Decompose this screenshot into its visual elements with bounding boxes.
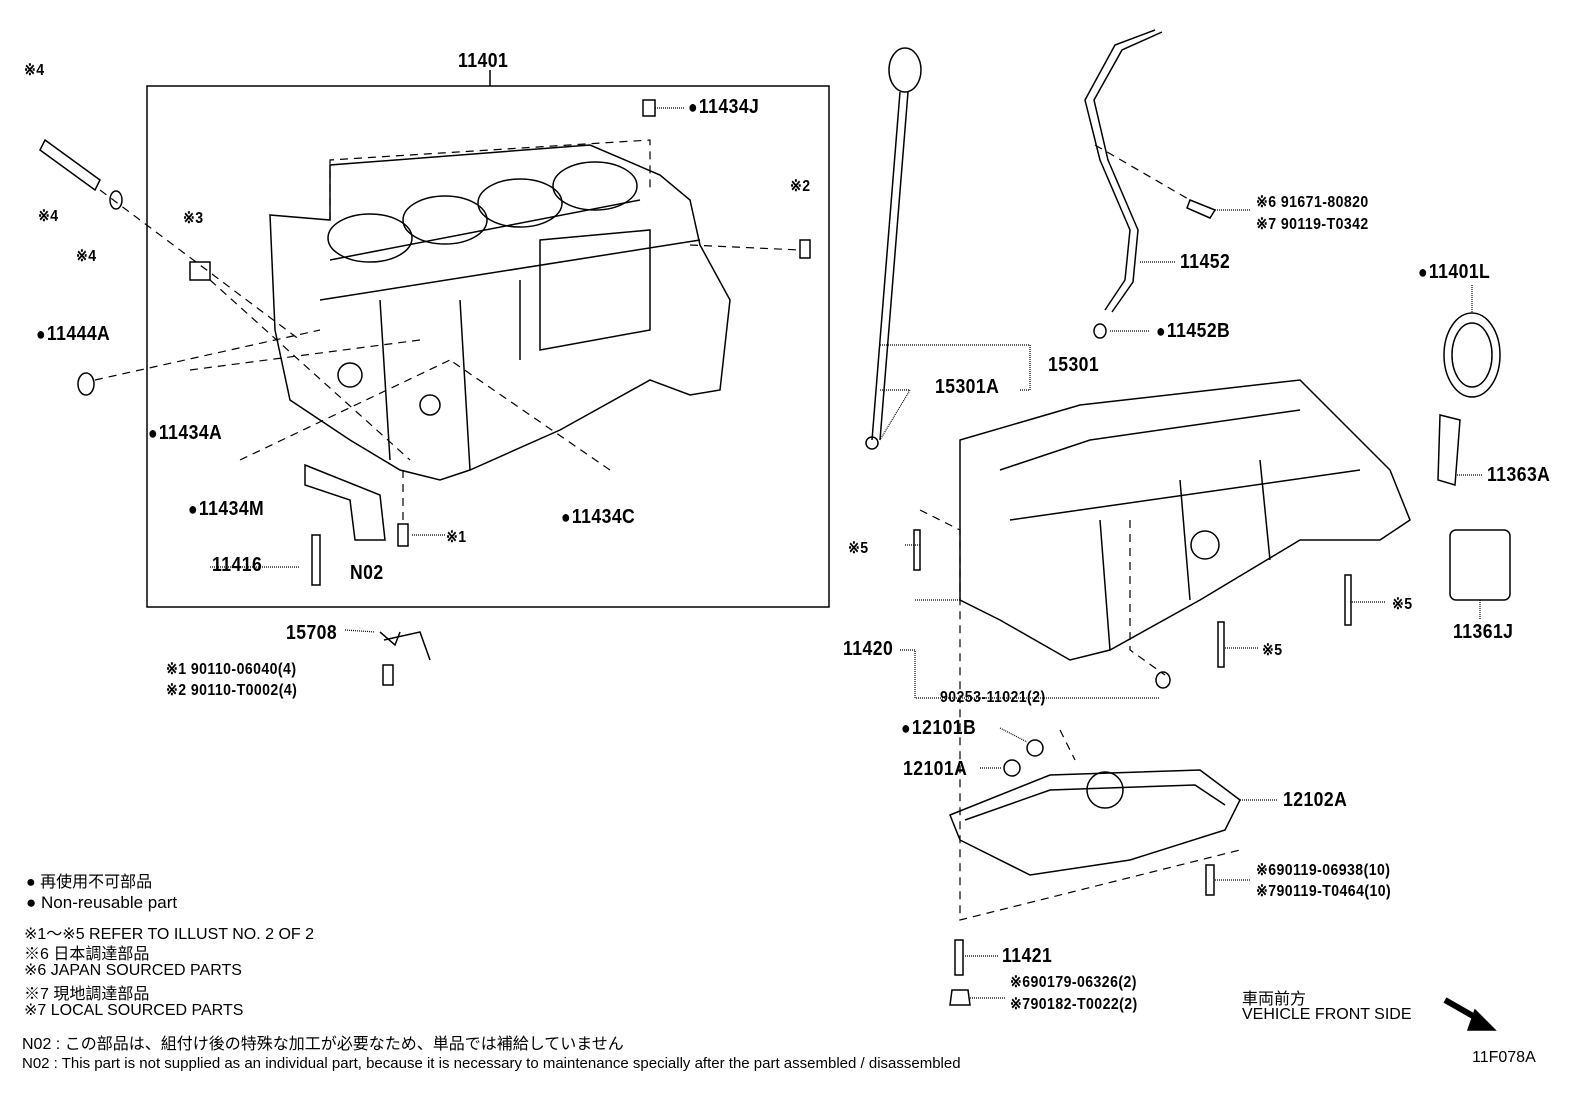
part-11363A[interactable]: 11363A	[1487, 464, 1551, 486]
note-ref-1: ※1	[446, 529, 467, 546]
legend-local-en: ※7 LOCAL SOURCED PARTS	[24, 1002, 244, 1019]
front-label-jp: 車両前方	[1242, 991, 1307, 1008]
part-11434C[interactable]: 11434C	[561, 506, 635, 529]
filled-circle-icon: ●	[26, 893, 37, 912]
n02-note-jp: N02 : この部品は、組付け後の特殊な加工が必要なため、単品では補給していませ…	[22, 1036, 624, 1053]
pin-90253-11021[interactable]: 90253-11021(2)	[940, 689, 1046, 706]
note-ref-2: ※2	[790, 178, 811, 195]
part-11420[interactable]: 11420	[843, 638, 894, 660]
note-ref-3: ※3	[183, 210, 204, 227]
note-ref-5: ※5	[1392, 596, 1413, 613]
illustration-id: 11F078A	[1472, 1049, 1536, 1066]
note-ref-4: ※4	[38, 208, 59, 225]
bolt-90119-T0342[interactable]: ※7 90119-T0342	[1256, 216, 1369, 233]
n02-note-en: N02 : This part is not supplied as an in…	[22, 1055, 961, 1072]
bolt-90110-T0002[interactable]: ※2 90110-T0002(4)	[166, 682, 298, 699]
part-15708[interactable]: 15708	[286, 622, 338, 644]
dipstick-handle	[888, 47, 922, 93]
bolt-91671-80820[interactable]: ※6 91671-80820	[1256, 194, 1369, 211]
part-12101B[interactable]: 12101B	[901, 717, 976, 740]
note-ref-5: ※5	[848, 540, 869, 557]
dipstick-15301	[871, 91, 909, 441]
part-11416[interactable]: 11416	[212, 554, 263, 576]
bolt-90119-06938[interactable]: ※690119-06938(10)	[1256, 862, 1391, 879]
dowel-11434J	[642, 99, 656, 117]
part-11401L[interactable]: 11401L	[1418, 261, 1490, 284]
part-11452B[interactable]: 11452B	[1156, 320, 1230, 343]
part-11434M[interactable]: 11434M	[188, 498, 264, 521]
assembly-number-11401: 11401	[458, 50, 509, 72]
legend-japan-jp: ※6 日本調達部品	[24, 946, 150, 963]
note-ref-4: ※4	[24, 62, 45, 79]
bolt-90110-06040[interactable]: ※1 90110-06040(4)	[166, 661, 297, 678]
legend-japan-en: ※6 JAPAN SOURCED PARTS	[24, 962, 242, 979]
part-11421[interactable]: 11421	[1002, 945, 1053, 967]
filled-circle-icon: ●	[26, 874, 36, 891]
part-11444A[interactable]: 11444A	[36, 323, 110, 346]
part-11434J[interactable]: 11434J	[688, 96, 759, 119]
part-12101A[interactable]: 12101A	[903, 758, 968, 780]
oil-seal-11401L	[1443, 312, 1501, 398]
legend-nonreusable-jp: ● 再使用不可部品	[26, 874, 153, 891]
dipstick-guide-11452	[1084, 29, 1156, 311]
nut-90179-06326[interactable]: ※690179-06326(2)	[1010, 974, 1137, 991]
front-label-en: VEHICLE FRONT SIDE	[1242, 1006, 1412, 1023]
note-ref-5: ※5	[1262, 642, 1283, 659]
part-15301A[interactable]: 15301A	[935, 376, 1000, 398]
part-15301[interactable]: 15301	[1048, 354, 1100, 376]
legend-local-jp: ※7 現地調達部品	[24, 986, 150, 1003]
part-11452[interactable]: 11452	[1180, 251, 1231, 273]
part-12102A[interactable]: 12102A	[1283, 789, 1348, 811]
part-11361J[interactable]: 11361J	[1453, 621, 1514, 643]
bolt-90119-T0464[interactable]: ※790119-T0464(10)	[1256, 883, 1392, 900]
legend-refer: ※1～※5 REFER TO ILLUST NO. 2 OF 2	[24, 926, 315, 943]
bearing-cap-drawing	[304, 463, 386, 541]
part-11434A[interactable]: 11434A	[148, 422, 222, 445]
part-n02[interactable]: N02	[350, 562, 384, 584]
note-ref-4: ※4	[76, 248, 97, 265]
nut-90182-T0022[interactable]: ※790182-T0022(2)	[1010, 996, 1138, 1013]
crankcase-11420	[959, 379, 1411, 661]
block-group-frame	[146, 85, 830, 608]
legend-nonreusable-en: ● Non-reusable part	[26, 893, 178, 912]
cylinder-block-drawing	[269, 144, 731, 481]
